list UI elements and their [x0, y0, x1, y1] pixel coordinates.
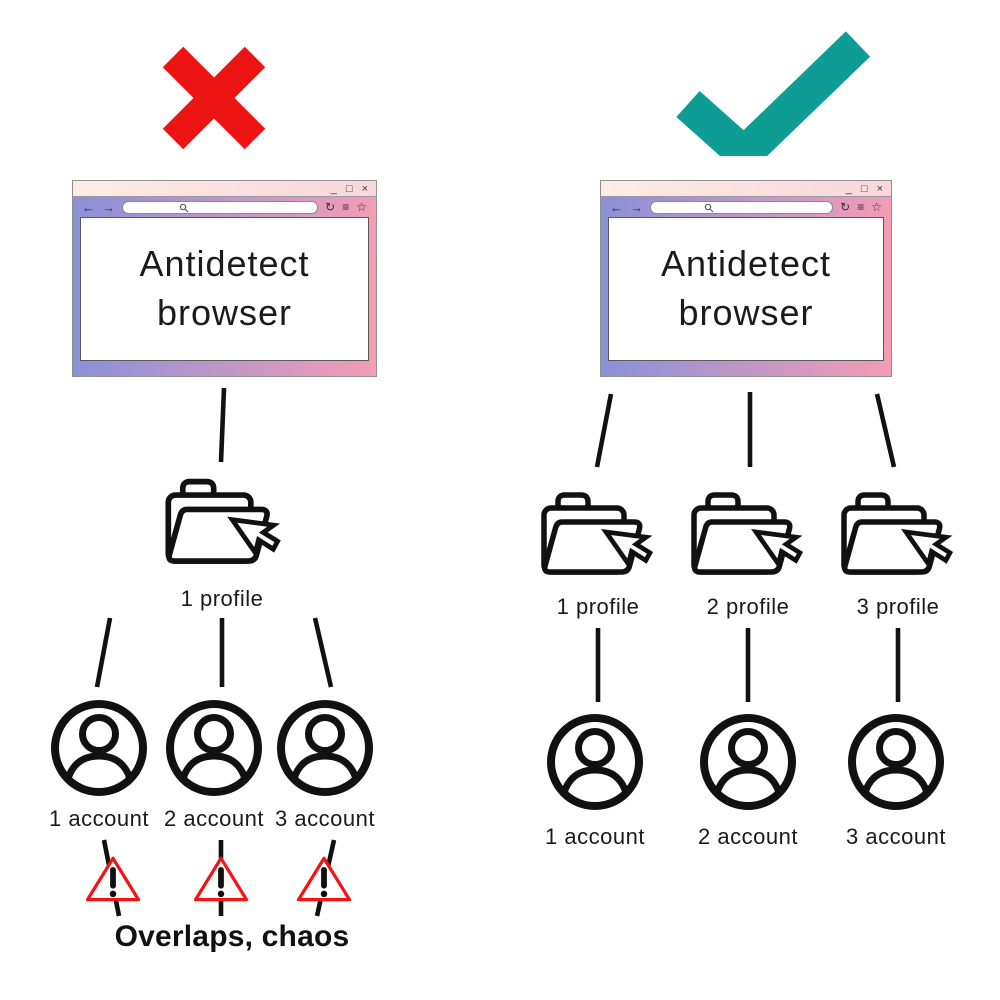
refresh-icon: ↻	[325, 200, 336, 214]
browser-window-right: _ □ × ← → ↻ ≡ ☆ Antidetect browser	[600, 180, 892, 377]
account-label: 3 account	[275, 806, 375, 831]
titlebar-left: _ □ ×	[73, 181, 376, 197]
profile-folder-icon	[158, 468, 290, 586]
forward-icon: →	[630, 199, 643, 215]
star-icon: ☆	[871, 200, 882, 214]
account-icon	[545, 712, 645, 812]
profile-label: 2 profile	[706, 594, 790, 619]
browser-window-left: _ □ × ← → ↻ ≡ ☆ Antidetect browser	[72, 180, 377, 377]
profile-label: 1 profile	[180, 586, 264, 611]
profile-label: 3 profile	[856, 594, 940, 619]
account-label: 2 account	[164, 806, 264, 831]
browser-title-line2: browser	[156, 292, 293, 333]
account-label: 1 account	[545, 824, 645, 849]
maximize-icon: □	[345, 182, 353, 195]
menu-icon: ≡	[342, 200, 350, 214]
account-label: 1 account	[49, 806, 149, 831]
account-icon	[164, 698, 264, 798]
account-icon	[846, 712, 946, 812]
x-mark-icon	[162, 46, 266, 150]
browser-title-line2: browser	[678, 292, 814, 333]
window-frame-left: ← → ↻ ≡ ☆ Antidetect browser	[73, 197, 376, 376]
browser-title-line1: Antidetect	[660, 243, 832, 285]
browser-toolbar-right: ← → ↻ ≡ ☆	[601, 197, 891, 217]
browser-content-right: Antidetect browser	[608, 217, 884, 361]
search-icon	[704, 203, 713, 212]
browser-content-left: Antidetect browser	[80, 217, 369, 361]
titlebar-right: _ □ ×	[601, 181, 891, 197]
account-label: 2 account	[698, 824, 798, 849]
close-icon: ×	[361, 182, 368, 195]
star-icon: ☆	[356, 200, 367, 214]
minimize-icon: _	[845, 182, 852, 195]
address-bar	[122, 200, 319, 214]
warning-icon	[84, 854, 142, 904]
browser-toolbar-left: ← → ↻ ≡ ☆	[73, 197, 376, 217]
profile-folder-icon	[834, 482, 962, 596]
check-mark-icon	[676, 31, 871, 156]
refresh-icon: ↻	[840, 200, 851, 214]
menu-icon: ≡	[857, 200, 865, 214]
caption-text: Overlaps, chaos	[114, 920, 350, 953]
minimize-icon: _	[330, 182, 337, 195]
account-icon	[275, 698, 375, 798]
close-icon: ×	[876, 182, 883, 195]
account-icon	[49, 698, 149, 798]
back-icon: ←	[82, 199, 95, 215]
profile-label: 1 profile	[556, 594, 640, 619]
profile-folder-icon	[534, 482, 662, 596]
warning-icon	[295, 854, 353, 904]
browser-title-line1: Antidetect	[139, 243, 310, 285]
warning-icon	[192, 854, 250, 904]
account-icon	[698, 712, 798, 812]
window-frame-right: ← → ↻ ≡ ☆ Antidetect browser	[601, 197, 891, 376]
maximize-icon: □	[860, 182, 868, 195]
account-label: 3 account	[846, 824, 946, 849]
address-bar	[650, 200, 834, 214]
search-icon	[180, 203, 189, 212]
back-icon: ←	[610, 199, 623, 215]
forward-icon: →	[102, 199, 115, 215]
profile-folder-icon	[684, 482, 812, 596]
